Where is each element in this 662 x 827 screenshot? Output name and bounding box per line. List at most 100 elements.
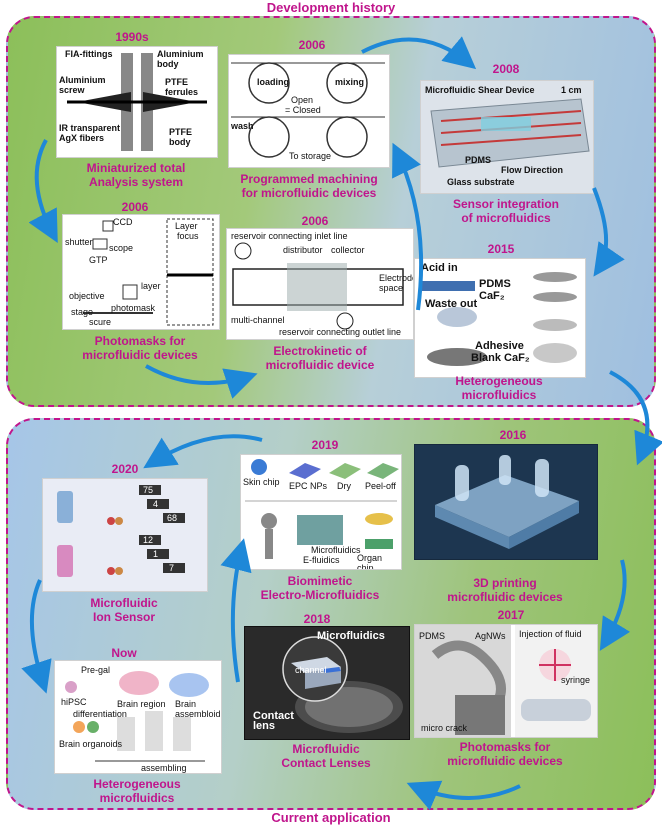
year-label: 2015 <box>487 242 515 256</box>
footer-title: Current application <box>271 810 391 825</box>
brain-organoid-drawing <box>65 671 209 762</box>
label-scale-bar: 1 cm <box>561 85 582 95</box>
label-ptfe-body: PTFE body <box>169 127 193 147</box>
label-dry: Dry <box>337 481 351 491</box>
programmed-machining-image: loading Open = Closed mixing wash To sto… <box>228 54 390 168</box>
year-label: 2016 <box>499 428 527 442</box>
caption-3d-printing: 3D printing microfluidic devices <box>447 576 563 604</box>
year-label: 2019 <box>311 438 339 452</box>
label-wash: wash <box>231 121 254 131</box>
ion-sensor-drawing <box>57 485 185 577</box>
label-electrode-space: Electrode space <box>379 273 414 293</box>
label-scope: scope <box>109 243 134 253</box>
header-title: Development history <box>266 0 396 15</box>
label-collector: collector <box>331 245 365 255</box>
label-focus: focus <box>177 231 199 241</box>
contact-lens-image: Microfluidics channel Contact lens <box>244 626 410 740</box>
label-aluminium-body: Aluminium body <box>157 49 204 69</box>
label-adhesive: Adhesive <box>475 340 524 352</box>
label-flow-direction: Flow Direction <box>501 165 564 175</box>
caption-heterogeneous-2015: Heterogeneous microfluidics <box>455 374 543 402</box>
label-brain-organoids: Brain organoids <box>59 739 123 749</box>
caption-photomasks-2017: Photomasks for microfluidic devices <box>447 740 563 768</box>
label-distributor: distributor <box>283 245 323 255</box>
label-stage: stage <box>71 307 94 317</box>
label-brain-region: Brain region <box>117 699 166 709</box>
label-photomask: photomask <box>111 303 156 313</box>
ion-sensor-image: 75 4 68 12 1 7 <box>42 478 208 592</box>
contact-lens-drawing <box>282 636 403 733</box>
label-shutter: shutter <box>65 237 93 247</box>
label-closed: = Closed <box>285 105 321 115</box>
label-multi-channel: multi-channel <box>231 315 285 325</box>
label-caf2: CaF₂ <box>479 290 505 302</box>
caption-photomasks: Photomasks for microfluidic devices <box>82 334 198 362</box>
label-epc-nps: EPC NPs <box>289 481 328 491</box>
year-label: 2006 <box>298 38 326 52</box>
shear-device-drawing <box>430 98 590 168</box>
caption-biomimetic: Biomimetic Electro-Microfluidics <box>260 574 380 602</box>
readout-value: 75 <box>143 485 154 495</box>
label-pdms: PDMS <box>419 631 446 641</box>
printed-device-image <box>414 444 598 560</box>
caption-contact-lenses: Microfluidic Contact Lenses <box>281 742 371 770</box>
readout-value: 7 <box>169 563 175 573</box>
label-scure: scure <box>89 317 112 327</box>
label-open: Open <box>291 95 314 105</box>
label-e-fluidics: E-fluidics <box>303 555 340 565</box>
label-loading: loading <box>257 77 289 87</box>
label-pdms: PDMS <box>465 155 492 165</box>
year-label: Now <box>111 646 137 660</box>
label-ptfe-ferrules: PTFE ferrules <box>165 77 199 97</box>
readout-value: 68 <box>167 513 178 523</box>
label-assembling: assembling <box>141 763 187 773</box>
year-label: 2018 <box>303 612 331 626</box>
printed-device-drawing <box>435 455 579 549</box>
caption-sensor-integration: Sensor integration of microfluidics <box>452 197 559 225</box>
label-pdms: PDMS <box>479 278 511 290</box>
label-microfluidics: Microfluidics <box>311 545 361 555</box>
agnw-device-image: PDMS AgNWs Injection of fluid syringe mi… <box>414 624 598 738</box>
biomimetic-drawing <box>245 459 399 559</box>
label-layer-top: Layer <box>175 221 198 231</box>
agnw-device-drawing <box>415 625 597 737</box>
label-micro-crack: micro crack <box>421 723 468 733</box>
shear-device-image: Microfluidic Shear Device 1 cm PDMS Flow… <box>420 80 594 194</box>
caption-heterogeneous-now: Heterogeneous microfluidics <box>93 777 181 805</box>
year-label: 2006 <box>121 200 149 214</box>
caption-electrokinetic: Electrokinetic of microfluidic device <box>265 344 375 372</box>
label-glass-substrate: Glass substrate <box>447 177 515 187</box>
label-waste-out: Waste out <box>425 298 478 310</box>
electrokinetic-device-drawing <box>232 242 404 330</box>
photomask-setup-image: CCD shutter scope GTP Layer focus object… <box>62 214 220 330</box>
label-skin-chip: Skin chip <box>243 477 280 487</box>
photomask-setup-drawing <box>83 218 214 326</box>
label-agx-fibers: IR transparent AgX fibers <box>59 123 121 143</box>
label-gtp: GTP <box>89 255 108 265</box>
caption-miniaturized-tas: Miniaturized total Analysis system <box>86 161 186 189</box>
year-label: 2017 <box>497 608 525 622</box>
year-label: 2006 <box>301 214 329 228</box>
year-label: 1990s <box>115 30 149 44</box>
year-label: 2020 <box>111 462 139 476</box>
readout-value: 4 <box>153 499 159 509</box>
label-objective: objective <box>69 291 105 301</box>
label-organ-chip: Organ chip <box>357 553 383 570</box>
readout-value: 1 <box>153 549 159 559</box>
label-blank-caf2: Blank CaF₂ <box>471 352 530 364</box>
fia-device-image: FIA-fittings Aluminium body Aluminium sc… <box>56 46 218 158</box>
label-peel-off: Peel-off <box>365 481 396 491</box>
label-contact-lens: Contact lens <box>253 710 294 732</box>
label-mixing: mixing <box>335 77 365 87</box>
label-acid-in: Acid in <box>421 262 458 274</box>
readout-value: 12 <box>143 535 154 545</box>
label-shear-device: Microfluidic Shear Device <box>425 85 535 95</box>
label-hipsc: hiPSC <box>61 697 87 707</box>
label-outlet-line: reservoir connecting outlet line <box>279 327 402 337</box>
caption-ion-sensor: Microfluidic Ion Sensor <box>90 596 158 624</box>
label-layer: layer <box>141 281 161 291</box>
label-ccd: CCD <box>113 217 133 227</box>
label-brain-assembloid: Brain assembloid <box>175 699 221 719</box>
label-differentiation: differentiation <box>73 709 127 719</box>
label-fia-fittings: FIA-fittings <box>65 49 113 59</box>
